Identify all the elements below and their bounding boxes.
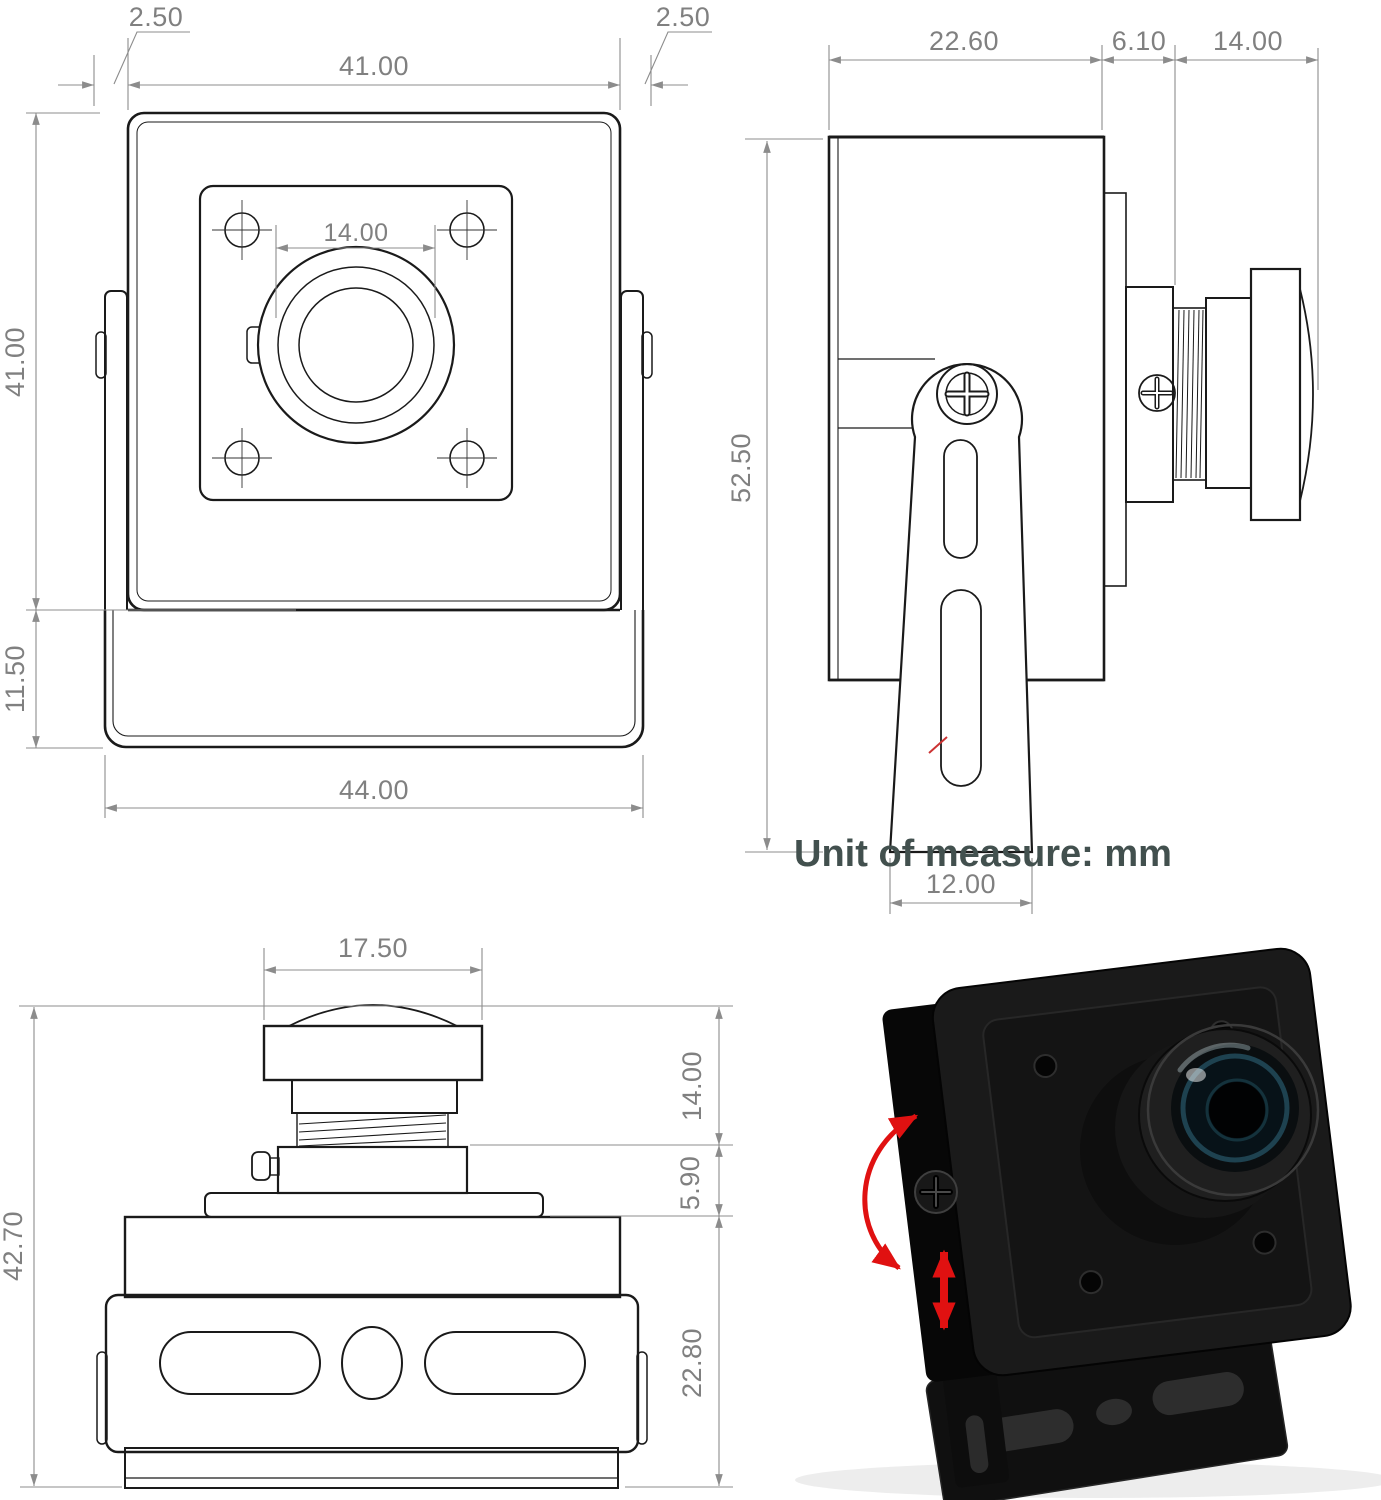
- side-bracket-arm: [888, 362, 1034, 854]
- camera-lens: [1080, 1023, 1320, 1245]
- side-mount-depth-label: 6.10: [1112, 26, 1167, 56]
- front-view-drawing: 2.50 41.00 2.50 14.00 41.00 11.50 44.00: [0, 2, 712, 818]
- bottom-lens-threads: [298, 1114, 447, 1147]
- front-top-left-offset-label: 2.50: [129, 2, 184, 32]
- front-hole-spacing-label: 14.00: [323, 219, 388, 247]
- bottom-mount-height-label: 5.90: [675, 1156, 705, 1211]
- bottom-view-drawing: 17.50 42.70 14.00 5.90 22.80: [0, 933, 733, 1489]
- front-top-right-offset-label: 2.50: [656, 2, 711, 32]
- side-body-depth-label: 22.60: [929, 26, 999, 56]
- side-view-dimension-lines: [745, 45, 1319, 914]
- side-foot-width-label: 12.00: [926, 869, 996, 899]
- bottom-lens-cap-width-label: 17.50: [338, 933, 408, 963]
- side-mount-screw: [1138, 374, 1176, 412]
- bottom-view-dimension-lines: [19, 948, 733, 1488]
- product-photo: [795, 947, 1381, 1500]
- pan-rotation-arrow-icon: [862, 1113, 919, 1271]
- unit-note: Unit of measure: mm: [794, 833, 1172, 875]
- front-view-dimension-lines: [26, 31, 712, 818]
- front-body-height-label: 41.00: [0, 327, 30, 397]
- bottom-lens-height-label: 14.00: [677, 1051, 707, 1121]
- front-bracket-height-label: 11.50: [0, 645, 30, 713]
- front-mounting-holes: [212, 200, 497, 488]
- side-lens-threads: [1175, 309, 1204, 479]
- bottom-body-depth-label: 22.80: [677, 1328, 707, 1398]
- bracket-screw: [914, 1170, 958, 1214]
- side-total-height-label: 52.50: [726, 433, 756, 503]
- bottom-overall-height-label: 42.70: [0, 1211, 28, 1281]
- front-top-width-label: 41.00: [339, 51, 409, 81]
- front-bottom-width-label: 44.00: [339, 775, 409, 805]
- side-lens-length-label: 14.00: [1213, 26, 1283, 56]
- side-view-drawing: 22.60 6.10 14.00 52.50 12.00: [726, 26, 1319, 914]
